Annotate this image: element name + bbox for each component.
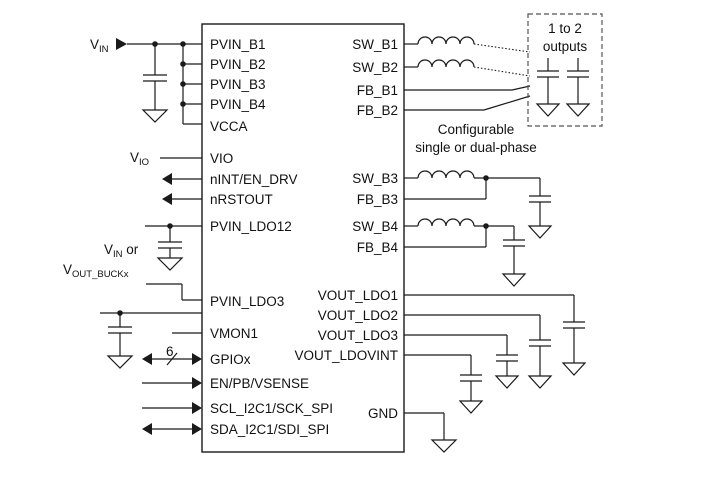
scl-arrow-icon (192, 402, 202, 414)
pin-vout-ldovint: VOUT_LDOVINT (294, 348, 398, 363)
nrstout-arrow-icon (162, 193, 172, 205)
ldo12-capacitor-icon (156, 226, 184, 271)
ldo12-source-label-1: VIN or (104, 242, 139, 260)
pin-fb-b3: FB_B3 (357, 192, 398, 207)
pin-en-pb-vsense: EN/PB/VSENSE (210, 376, 309, 391)
ldovint-capacitor-icon (458, 355, 484, 414)
outputs-note-line1: 1 to 2 (548, 21, 582, 36)
pin-pvin-b1: PVIN_B1 (210, 37, 266, 52)
inductor-b3-icon (417, 170, 475, 179)
inductor-b4-icon (417, 218, 475, 227)
sda-left-arrow-icon (142, 423, 152, 435)
inductor-b1-icon (417, 36, 475, 45)
ic-body (201, 23, 405, 453)
vin-capacitor-icon (141, 44, 169, 123)
vin-arrow-icon (116, 38, 127, 50)
ground-icon (527, 225, 553, 239)
gpio-left-arrow-icon (142, 353, 152, 365)
pin-sw-b1: SW_B1 (352, 37, 398, 52)
pin-gnd: GND (368, 406, 398, 421)
phase-note-line1: Configurable (438, 122, 515, 137)
en-arrow-icon (192, 377, 202, 389)
ldo12-source-label-2: VOUT_BUCKx (63, 262, 129, 280)
pin-vout-ldo1: VOUT_LDO1 (318, 288, 398, 303)
pin-fb-b1: FB_B1 (357, 83, 398, 98)
output-capacitors-icon (535, 58, 591, 117)
outputs-note-line2: outputs (543, 39, 588, 54)
ground-icon (430, 439, 458, 453)
sda-right-arrow-icon (192, 423, 202, 435)
pin-pvin-b3: PVIN_B3 (210, 77, 266, 92)
phase-note-line2: single or dual-phase (415, 140, 537, 155)
ground-icon (565, 103, 591, 117)
pin-pvin-b2: PVIN_B2 (210, 57, 266, 72)
gpio-bus-count: 6 (166, 344, 174, 359)
vio-label: VIO (130, 150, 149, 168)
pin-pvin-ldo12: PVIN_LDO12 (210, 219, 292, 234)
pin-fb-b4: FB_B4 (357, 240, 399, 255)
ldo3-capacitor-icon (106, 313, 134, 369)
gpio-right-arrow-icon (192, 353, 202, 365)
ldo3-output-capacitor-icon (494, 335, 520, 389)
left-pin-labels: PVIN_B1 PVIN_B2 PVIN_B3 PVIN_B4 VCCA VIO… (210, 37, 333, 437)
pin-sda-i2c1: SDA_I2C1/SDI_SPI (210, 422, 329, 437)
pin-pvin-ldo3: PVIN_LDO3 (210, 294, 284, 309)
pin-vcca: VCCA (210, 119, 248, 134)
ground-icon (494, 375, 520, 389)
pin-nrstout: nRSTOUT (210, 192, 273, 207)
pin-vio: VIO (210, 151, 233, 166)
right-pin-labels: SW_B1 SW_B2 FB_B1 FB_B2 SW_B3 FB_B3 SW_B… (294, 37, 398, 421)
pin-vout-ldo2: VOUT_LDO2 (318, 308, 398, 323)
ground-icon (141, 109, 169, 123)
pin-gpiox: GPIOx (210, 352, 251, 367)
nint-arrow-icon (162, 173, 172, 185)
inductor-b2-icon (417, 59, 475, 68)
b4-capacitor-icon (501, 226, 527, 287)
pin-sw-b4: SW_B4 (352, 219, 398, 234)
left-wiring: VIN VIO (63, 37, 202, 435)
outputs-box (527, 13, 603, 127)
pin-vmon1: VMON1 (210, 326, 258, 341)
ground-icon (535, 103, 561, 117)
right-wiring: 1 to 2 outputs Configurable single or du… (404, 13, 603, 453)
pin-vout-ldo3: VOUT_LDO3 (318, 328, 398, 343)
pin-nint-en-drv: nINT/EN_DRV (210, 172, 298, 187)
ground-icon (458, 400, 484, 414)
ground-icon (527, 375, 553, 389)
pin-scl-i2c1: SCL_I2C1/SCK_SPI (210, 401, 333, 416)
ldo1-capacitor-icon (561, 295, 587, 376)
ground-icon (106, 355, 134, 369)
pin-sw-b3: SW_B3 (352, 171, 398, 186)
b3-capacitor-icon (527, 178, 553, 239)
ldo2-capacitor-icon (527, 315, 553, 389)
ground-icon (501, 273, 527, 287)
vin-main-label: VIN (90, 37, 109, 55)
pin-sw-b2: SW_B2 (352, 60, 398, 75)
ground-icon (156, 257, 184, 271)
pin-pvin-b4: PVIN_B4 (210, 97, 266, 112)
ground-icon (561, 362, 587, 376)
pin-fb-b2: FB_B2 (357, 103, 398, 118)
